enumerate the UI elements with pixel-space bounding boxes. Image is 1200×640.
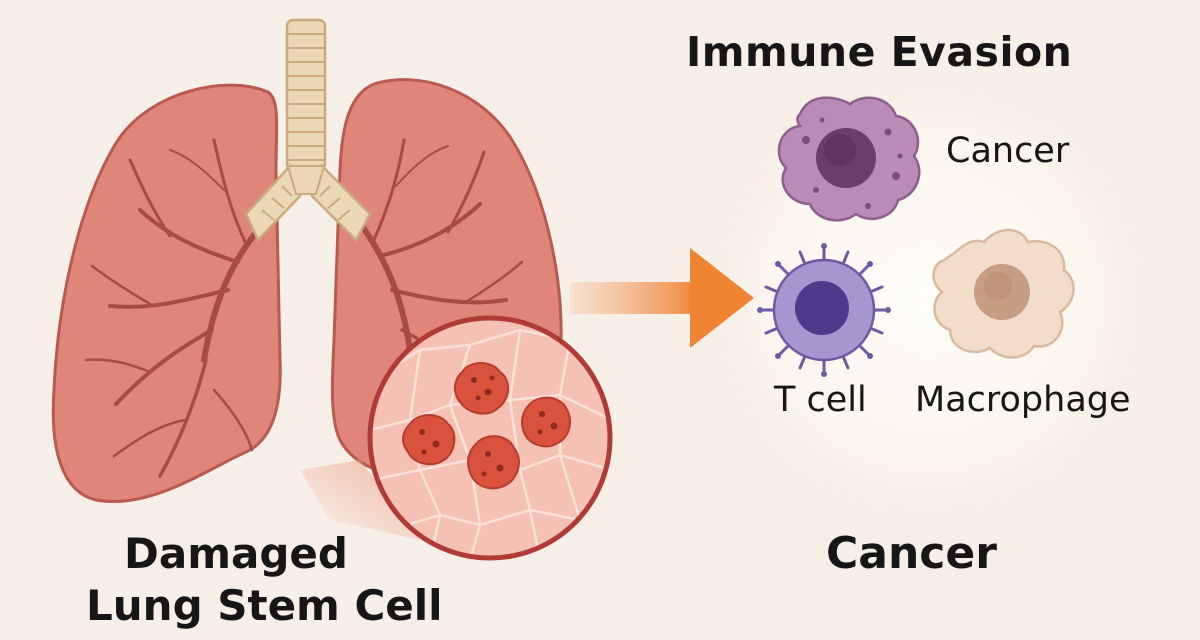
immune-backdrop [705,75,1155,525]
diagram-title: Immune Evasion [686,28,1073,76]
trachea [244,18,372,243]
caption-line-2: Lung Stem Cell [86,581,443,630]
damaged-stem-cell-caption: Damaged Lung Stem Cell [86,528,443,632]
magnified-tissue [367,315,613,561]
cancer-cell-label: Cancer [946,131,1070,171]
damaged-cell-cluster [402,362,572,490]
progression-arrow [570,248,754,348]
t-cell [757,243,891,377]
macrophage [932,228,1075,359]
t-cell-label: T cell [774,380,867,420]
macrophage-label: Macrophage [915,380,1131,420]
cancer-caption: Cancer [826,528,997,579]
left-lung [51,83,282,503]
caption-line-1: Damaged [124,529,348,578]
cancer-cell [777,96,921,222]
zoom-beam [300,460,420,540]
